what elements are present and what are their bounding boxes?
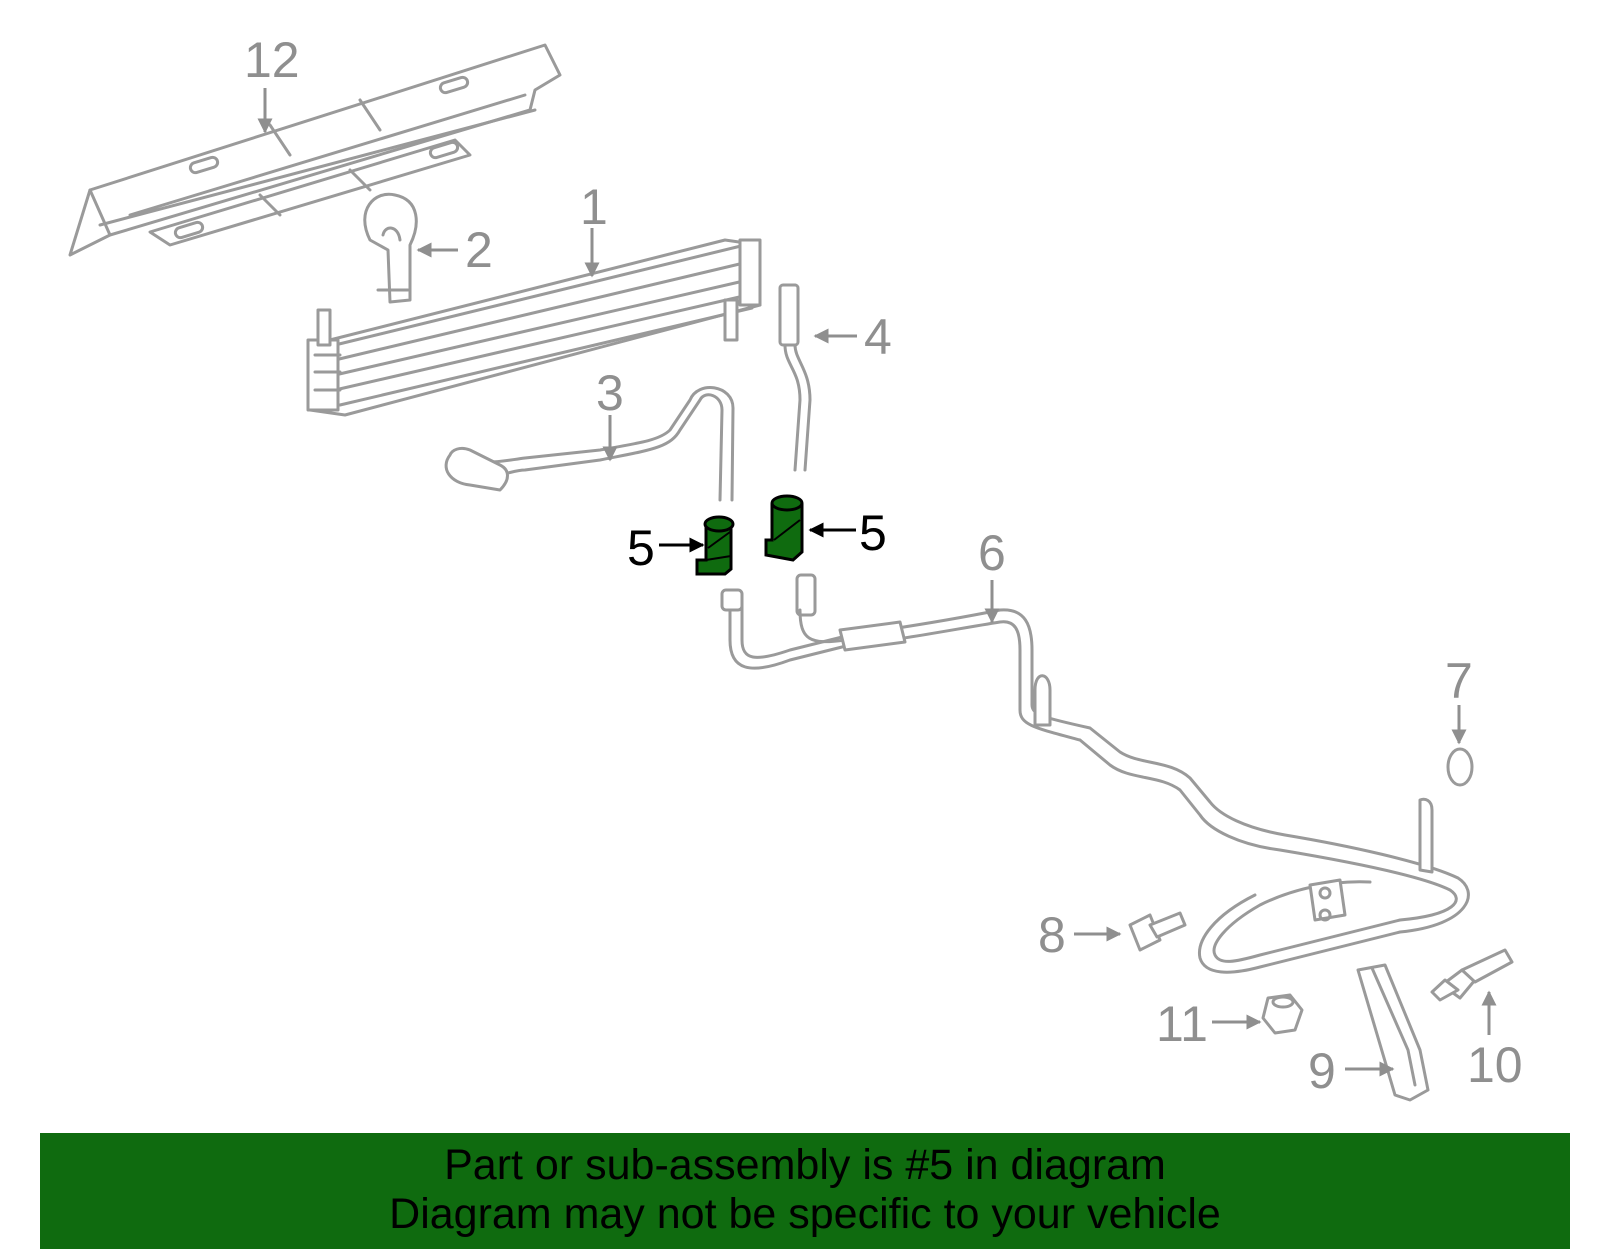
callout-arrows [257, 88, 1497, 1077]
callout-6: 6 [978, 525, 1006, 581]
part-7-o-ring [1446, 747, 1474, 787]
callout-5-left: 5 [627, 520, 655, 576]
callout-5-right: 5 [859, 505, 887, 561]
part-8-bolt [1128, 911, 1187, 952]
callout-12: 12 [244, 32, 300, 88]
callout-1: 1 [580, 179, 608, 235]
callout-4: 4 [864, 309, 892, 365]
banner-line-2: Diagram may not be specific to your vehi… [389, 1190, 1221, 1238]
callout-8: 8 [1038, 907, 1066, 963]
callout-3: 3 [596, 365, 624, 421]
callout-2: 2 [465, 222, 493, 278]
part-5-coupler-right [764, 494, 804, 562]
part-1-cooler [306, 238, 762, 417]
callout-10: 10 [1467, 1037, 1523, 1093]
part-9-bracket [1356, 963, 1430, 1102]
part-6-tube-assembly [720, 573, 1470, 974]
part-10-fitting [1430, 948, 1514, 1002]
callout-9: 9 [1308, 1043, 1336, 1099]
callout-11: 11 [1156, 996, 1208, 1052]
banner-line-1: Part or sub-assembly is #5 in diagram [444, 1141, 1166, 1189]
callout-7: 7 [1445, 653, 1473, 709]
part-12-shield [68, 43, 562, 257]
info-banner: Part or sub-assembly is #5 in diagram Di… [40, 1133, 1570, 1249]
part-5-coupler-left [695, 515, 735, 576]
part-3-hose [444, 386, 735, 502]
part-2-clip [363, 192, 418, 304]
part-11-nut [1261, 993, 1304, 1035]
part-4-hose [778, 283, 812, 472]
